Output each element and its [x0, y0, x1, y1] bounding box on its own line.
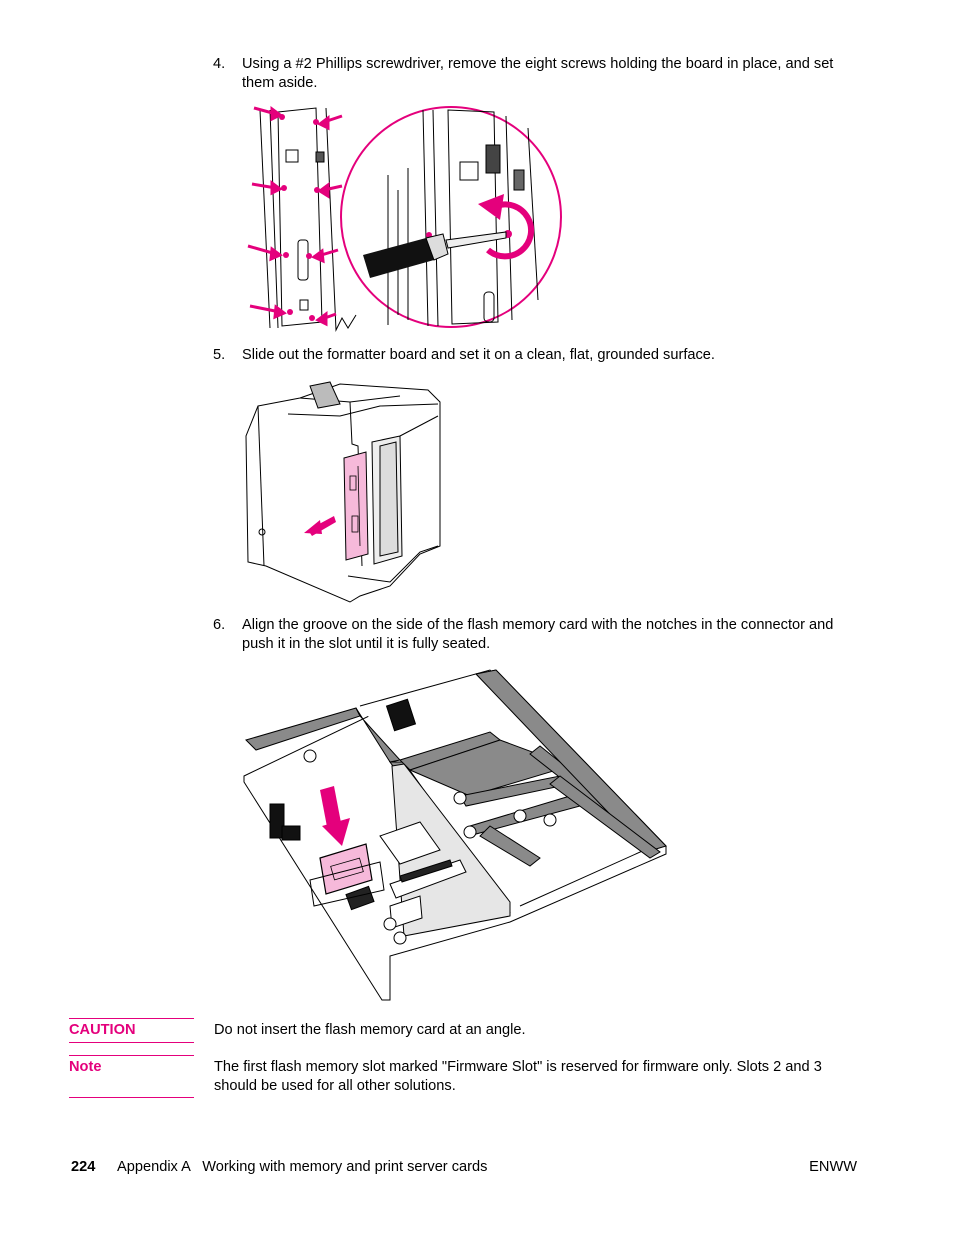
- footer-right-label: ENWW: [809, 1159, 857, 1175]
- note-text: The first flash memory slot marked "Firm…: [214, 1059, 822, 1094]
- note-bottom-rule: [69, 1097, 194, 1098]
- page-number: 224: [71, 1159, 96, 1175]
- step-number: 6.: [213, 617, 226, 633]
- step-text: Slide out the formatter board and set it…: [242, 347, 715, 363]
- footer-section-title: Appendix A Working with memory and print…: [117, 1159, 488, 1175]
- step-number: 5.: [213, 347, 226, 363]
- note-label: Note: [69, 1055, 194, 1075]
- step-text: Align the groove on the side of the flas…: [242, 617, 834, 652]
- figure-slide-out-board: [245, 381, 441, 603]
- caution-label: CAUTION: [69, 1018, 194, 1038]
- step-text: Using a #2 Phillips screwdriver, remove …: [242, 56, 834, 91]
- figure-remove-screws: [247, 106, 562, 332]
- caution-bottom-rule: [69, 1042, 194, 1043]
- step-number: 4.: [213, 56, 226, 72]
- caution-text: Do not insert the flash memory card at a…: [214, 1022, 526, 1038]
- figure-insert-flash-card: [243, 669, 667, 1001]
